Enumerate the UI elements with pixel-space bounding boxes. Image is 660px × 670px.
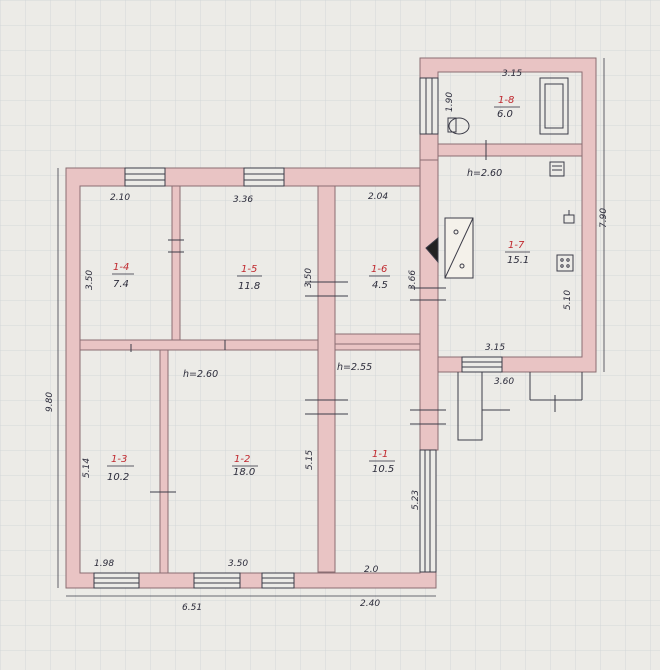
dim-annex-height: 7.90 (599, 208, 609, 228)
dim-r11-height: 5.23 (411, 490, 421, 510)
dim-r16-width: 2.04 (368, 192, 388, 202)
room-area: 10.2 (107, 472, 129, 483)
room-id: 1-1 (372, 449, 388, 460)
window-bottom-3 (261, 572, 295, 589)
room-1-7-label: 1-7 15.1 (505, 240, 530, 266)
dim-r13-width: 1.98 (94, 559, 114, 569)
room-id: 1-2 (234, 454, 250, 465)
window-annex-bottom (461, 356, 503, 373)
room-area: 18.0 (233, 467, 255, 478)
dim-r18-height: 1.90 (445, 92, 455, 112)
room-1-8-label: 1-8 6.0 (494, 95, 520, 120)
stove-icon (425, 217, 474, 279)
window-right-1-1 (419, 449, 437, 573)
window-annex-left (419, 77, 439, 135)
dim-r15-height: 3.50 (304, 268, 314, 288)
wall-1-4-1-5 (171, 185, 181, 341)
porch-outline (457, 372, 483, 441)
toilet-icon (447, 117, 470, 135)
room-1-3-label: 1-3 10.2 (107, 454, 134, 483)
wall-between-1-8-and-1-7 (437, 143, 583, 157)
room-id: 1-4 (113, 262, 129, 273)
room-area: 4.5 (372, 280, 388, 291)
window-top-2 (243, 167, 285, 187)
dim-annex-outer-width: 3.60 (494, 377, 514, 387)
wall-1-3-1-2 (159, 349, 169, 574)
wall-1-6-hall (334, 333, 421, 345)
dim-r12-height: 5.15 (305, 450, 315, 470)
room-id: 1-3 (111, 454, 127, 465)
doors (130, 140, 487, 493)
furnishings (425, 77, 575, 279)
porch (457, 372, 583, 441)
main-house-outer-wall (65, 167, 437, 589)
room-1-2-label: 1-2 18.0 (232, 454, 258, 478)
bathtub-icon (539, 77, 569, 135)
cooktop-icon (556, 254, 574, 272)
room-1-5-label: 1-5 11.8 (237, 264, 262, 292)
dim-r17-width: 3.15 (485, 343, 505, 353)
window-top-1 (124, 167, 166, 187)
dim-r18-width: 3.15 (502, 69, 522, 79)
room-1-6-label: 1-6 4.5 (369, 264, 390, 291)
dim-r15-width: 3.36 (233, 195, 253, 205)
wall-horizontal-main (79, 339, 421, 351)
radiator-icon (563, 210, 575, 224)
dim-r11-width: 2.0 (364, 565, 379, 575)
room-area: 6.0 (497, 109, 513, 120)
dim-r16-height: 3.66 (408, 270, 418, 290)
window-bottom-2 (193, 572, 241, 589)
room-area: 10.5 (372, 464, 394, 475)
dim-r17-height: 5.10 (563, 290, 573, 310)
window-bottom-1 (93, 572, 140, 589)
height-annex: h=2.60 (467, 168, 502, 179)
room-area: 7.4 (113, 279, 129, 290)
dim-r12-width: 3.50 (228, 559, 248, 569)
room-area: 15.1 (507, 255, 529, 266)
room-id: 1-7 (508, 240, 525, 251)
room-1-1-label: 1-1 10.5 (369, 449, 395, 475)
dimension-lines (57, 58, 605, 597)
height-hall: h=2.55 (337, 362, 372, 373)
room-id: 1-8 (498, 95, 514, 106)
dim-r14-height: 3.50 (85, 270, 95, 290)
room-area: 11.8 (238, 281, 260, 292)
room-1-4-label: 1-4 7.4 (112, 262, 134, 290)
wall-1-5-1-6 (317, 185, 336, 573)
room-id: 1-5 (241, 264, 257, 275)
height-main-house: h=2.60 (183, 369, 218, 380)
windows (93, 77, 503, 589)
dim-r14-width: 2.10 (110, 193, 130, 203)
dim-total-width-right: 2.40 (360, 599, 380, 609)
dim-total-width-left: 6.51 (182, 603, 202, 613)
dim-total-height: 9.80 (45, 392, 55, 412)
room-id: 1-6 (371, 264, 387, 275)
connector-wall (419, 159, 439, 451)
walls (65, 57, 597, 589)
dim-r13-height: 5.14 (82, 458, 92, 478)
sink-icon (549, 161, 565, 177)
